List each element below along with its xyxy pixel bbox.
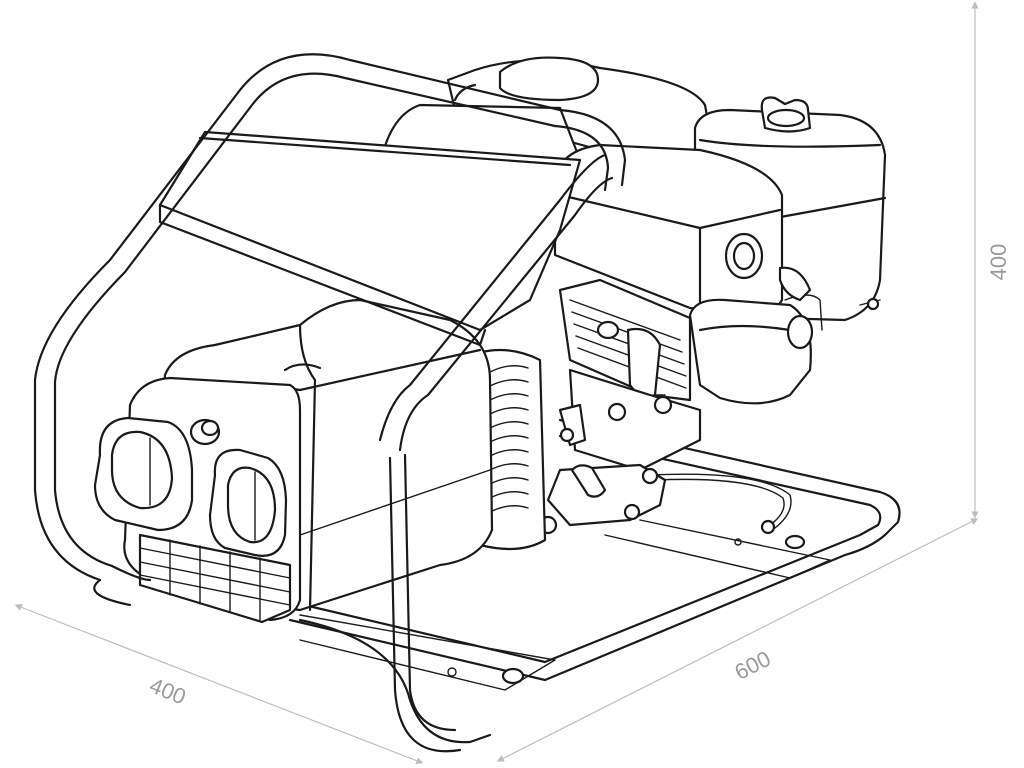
dimension-arrow-icon (496, 518, 979, 762)
dimension-depth: 400 (14, 603, 424, 765)
alternator (93, 298, 547, 624)
socket-right (208, 448, 288, 557)
vent-grille (138, 533, 292, 624)
base-frame (288, 418, 901, 691)
dimension-width: 600 (496, 518, 979, 762)
dimension-height: 400 (971, 1, 1011, 519)
dimension-arrow-icon (14, 603, 424, 765)
depth-label: 400 (146, 673, 189, 710)
socket-left (93, 416, 194, 532)
tube-frame (33, 53, 627, 753)
height-label: 400 (986, 244, 1011, 281)
width-label: 600 (731, 646, 775, 685)
cooling-fins (489, 365, 529, 513)
engine (376, 56, 887, 535)
